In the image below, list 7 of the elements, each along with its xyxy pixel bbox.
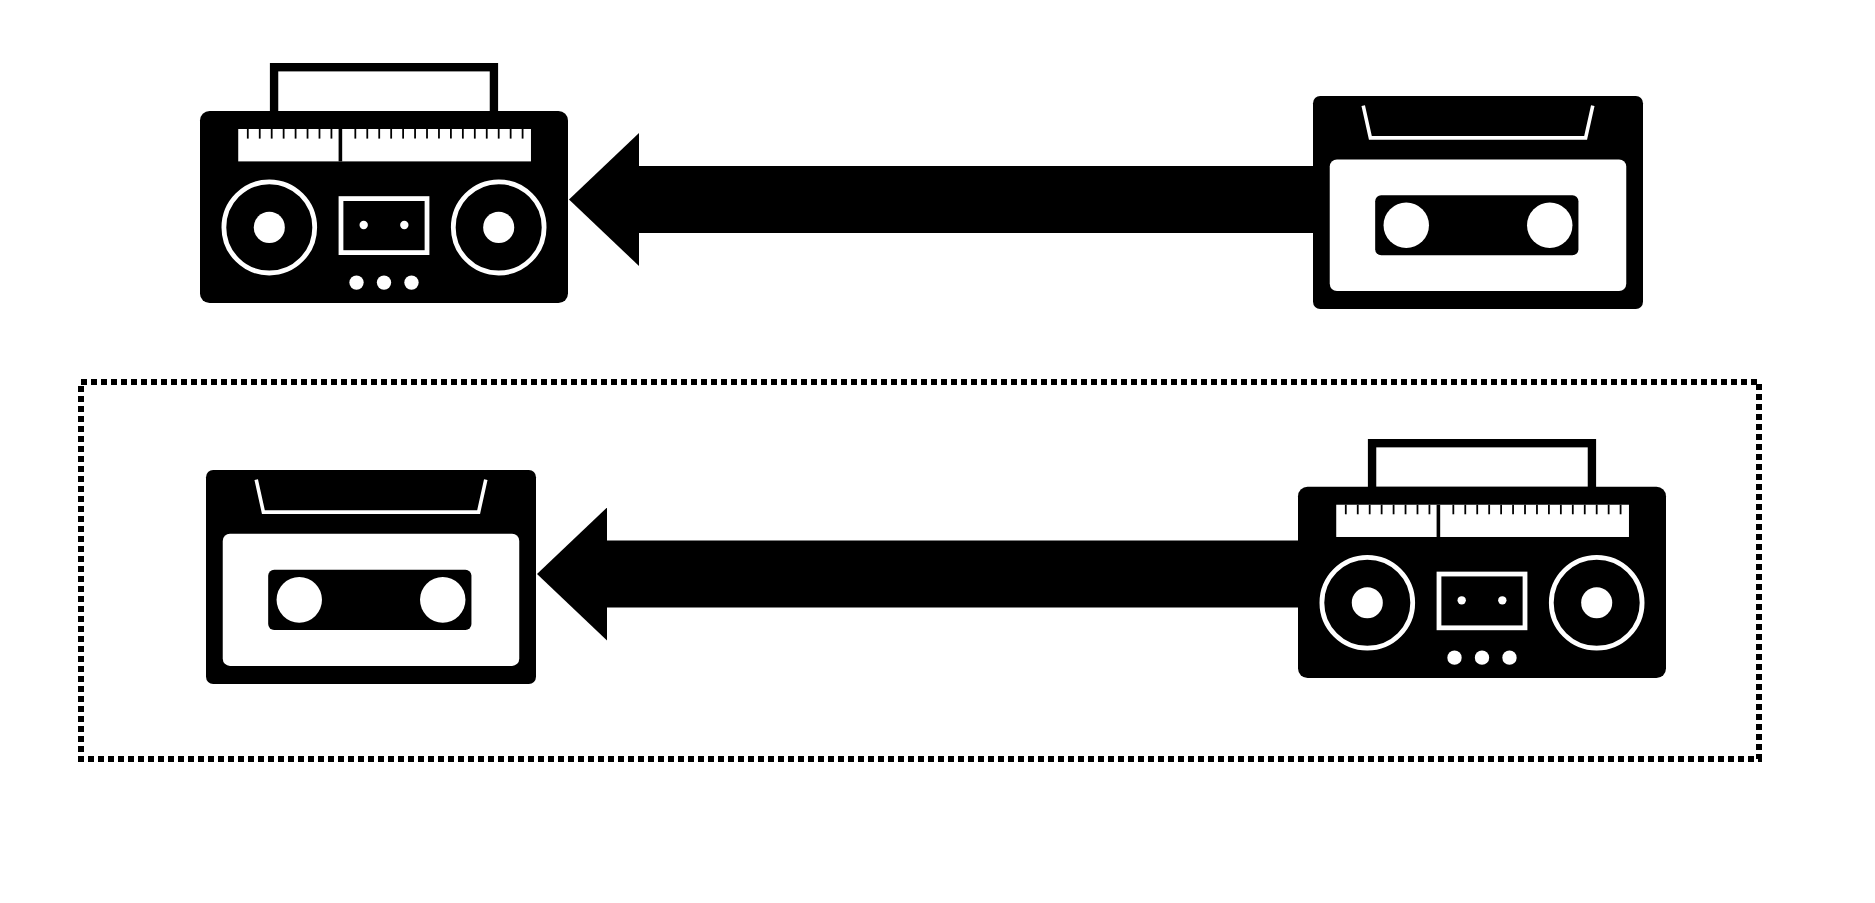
- block-arrow: [569, 133, 1313, 266]
- block-arrow: [537, 507, 1298, 641]
- boombox-drawing: [200, 63, 568, 303]
- dotted-frame: [78, 379, 1762, 762]
- boombox-drawing: [1298, 439, 1666, 678]
- cassette-drawing: [206, 470, 536, 684]
- cassette-drawing: [1313, 96, 1643, 309]
